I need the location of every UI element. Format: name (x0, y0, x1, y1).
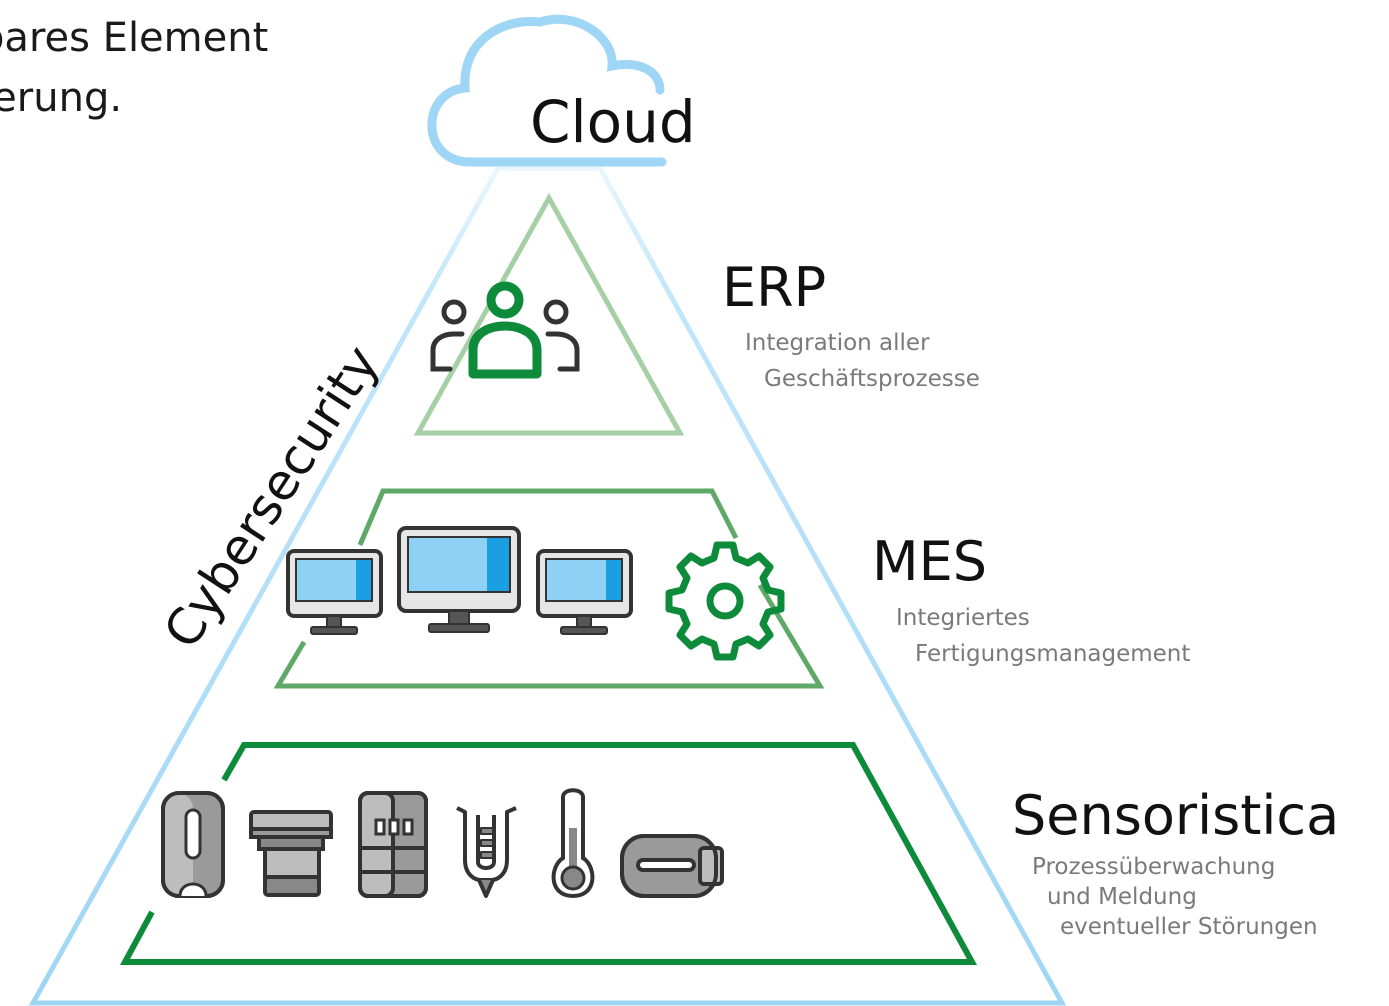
thermometer-icon (551, 788, 595, 899)
connector-sensor-icon (358, 791, 428, 898)
intro-line-2: lisierung. (0, 75, 123, 121)
sensor-trapezoid (119, 742, 978, 965)
sensor-description: Prozessüberwachung und Meldung eventuell… (1032, 852, 1318, 942)
sensor-desc-line-3: eventueller Störungen (1060, 914, 1318, 940)
mes-desc-line-1: Integriertes (896, 605, 1030, 631)
pyramid-outline (28, 165, 1067, 1006)
sensor-desc-line-1: Prozessüberwachung (1032, 854, 1276, 880)
erp-triangle (413, 192, 685, 436)
intro-text: htbares Element lisierung. (0, 8, 268, 128)
cloud-icon (427, 14, 667, 167)
inductive-sensor-icon (161, 791, 225, 898)
sensor-desc-line-2: und Meldung (1047, 884, 1197, 910)
sensor-title: Sensoristica (1012, 784, 1340, 847)
mes-description: Integriertes Fertigungsmanagement (896, 603, 1190, 669)
capacitive-sensor-icon (620, 834, 724, 898)
level-probe-icon (456, 806, 517, 898)
monitor-icon (536, 549, 633, 635)
mes-title: MES (872, 530, 987, 593)
mes-desc-line-2: Fertigungsmanagement (915, 641, 1191, 667)
erp-description: Integration aller Geschäftsprozesse (745, 328, 980, 394)
users-group-icon (430, 281, 580, 379)
gear-icon (665, 541, 785, 661)
erp-desc-line-1: Integration aller (745, 330, 930, 356)
large-monitor-icon (397, 526, 521, 633)
mes-trapezoid (273, 488, 825, 689)
erp-title: ERP (722, 256, 827, 319)
erp-desc-line-2: Geschäftsprozesse (764, 366, 980, 392)
proximity-sensor-icon (249, 810, 333, 897)
intro-line-1: htbares Element (0, 15, 269, 61)
cloud-label: Cloud (530, 88, 696, 156)
monitor-icon (286, 549, 383, 635)
